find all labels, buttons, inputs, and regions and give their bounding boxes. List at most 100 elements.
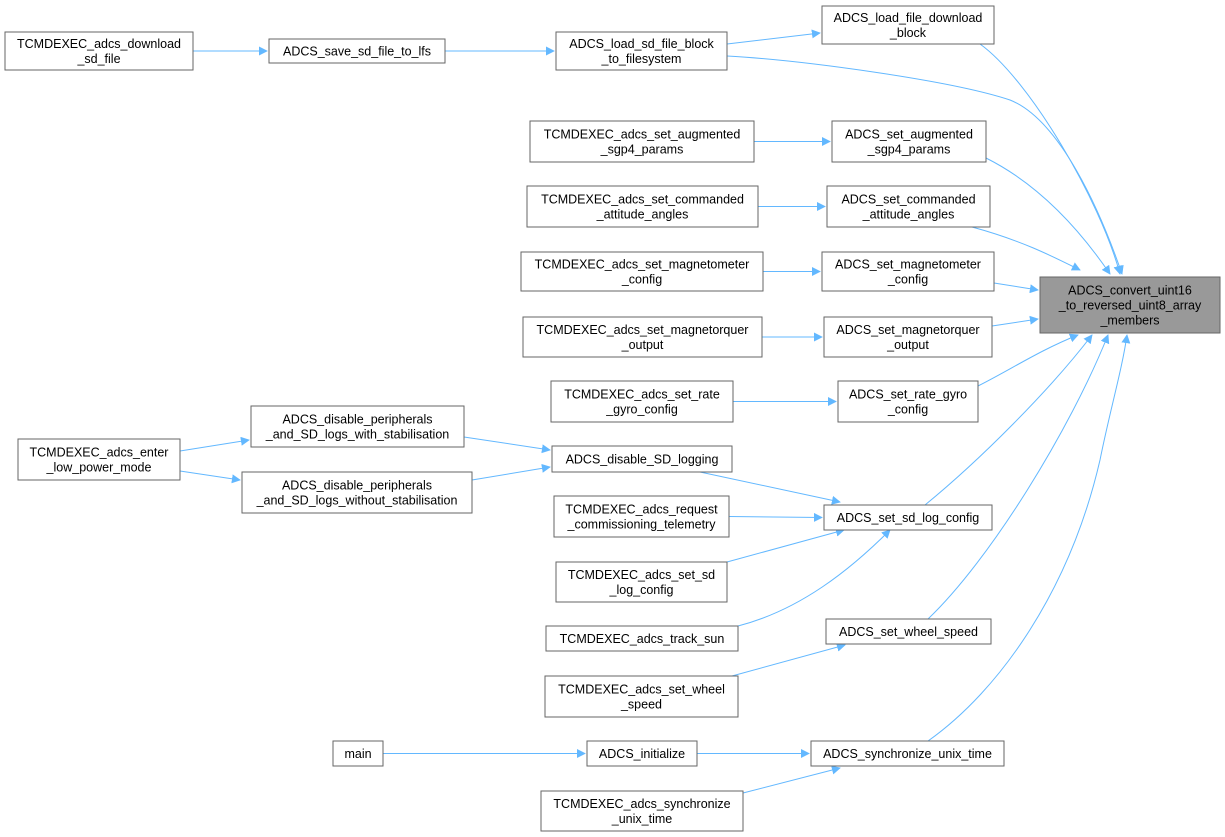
edge-tcm-track-sun-to-set-sd-log-config <box>737 529 891 627</box>
node-disable-sd-logging[interactable]: ADCS_disable_SD_logging <box>551 445 733 473</box>
node-tcm-request-commissioning[interactable]: TCMDEXEC_adcs_request_commissioning_tele… <box>553 495 730 538</box>
node-box <box>241 471 473 514</box>
node-label: _unix_time <box>611 812 672 826</box>
node-label: ADCS_load_file_download <box>834 11 983 25</box>
node-label: _commissioning_telemetry <box>567 518 717 532</box>
node-label: ADCS_disable_SD_logging <box>566 453 719 467</box>
node-label: _low_power_mode <box>46 461 152 475</box>
edge-set-sd-log-config-to-target <box>924 334 1093 506</box>
node-label: _config <box>887 403 928 417</box>
node-tcm-set-rate[interactable]: TCMDEXEC_adcs_set_rate_gyro_config <box>550 380 734 423</box>
node-box <box>555 31 728 71</box>
edge-synchronize-unix-time-to-target <box>927 334 1131 742</box>
edge-tcm-enter-low-power-to-disable-without <box>179 470 241 484</box>
node-disable-with[interactable]: ADCS_disable_peripherals_and_SD_logs_wit… <box>250 405 465 448</box>
node-box <box>826 185 991 228</box>
node-box <box>825 618 992 645</box>
node-tcm-download-sd-file[interactable]: TCMDEXEC_adcs_download_sd_file <box>4 31 194 71</box>
node-tcm-set-magnetorquer[interactable]: TCMDEXEC_adcs_set_magnetorquer_output <box>522 316 763 358</box>
node-label: ADCS_initialize <box>599 747 685 761</box>
node-tcm-set-wheel[interactable]: TCMDEXEC_adcs_set_wheel_speed <box>544 675 739 718</box>
node-label: ADCS_disable_peripherals <box>282 413 432 427</box>
node-label: ADCS_set_augmented <box>845 128 973 142</box>
node-tcm-track-sun[interactable]: TCMDEXEC_adcs_track_sun <box>545 625 739 652</box>
node-box <box>837 380 979 423</box>
node-label: ADCS_set_magnetometer <box>835 258 981 272</box>
node-box <box>823 316 993 358</box>
node-label: ADCS_disable_peripherals <box>282 479 432 493</box>
edge-disable-without-to-disable-sd-logging <box>471 463 551 481</box>
node-initialize[interactable]: ADCS_initialize <box>586 740 698 767</box>
node-label: _log_config <box>609 583 674 597</box>
node-set-magnetorquer[interactable]: ADCS_set_magnetorquer_output <box>823 316 993 358</box>
node-tcm-synchronize[interactable]: TCMDEXEC_adcs_synchronize_unix_time <box>540 790 744 832</box>
edge-tcm-request-commissioning-to-set-sd-log-config <box>728 512 823 522</box>
node-label: TCMDEXEC_adcs_request <box>565 503 718 517</box>
node-tcm-set-magnetometer[interactable]: TCMDEXEC_adcs_set_magnetometer_config <box>520 251 764 292</box>
node-set-rate-gyro[interactable]: ADCS_set_rate_gyro_config <box>837 380 979 423</box>
node-box <box>540 790 744 832</box>
node-label: _sgp4_params <box>867 143 951 157</box>
edge-line <box>993 282 1039 294</box>
node-set-augmented[interactable]: ADCS_set_augmented_sgp4_params <box>831 120 987 163</box>
node-label: ADCS_convert_uint16 <box>1068 284 1192 298</box>
node-set-magnetometer[interactable]: ADCS_set_magnetometer_config <box>821 251 995 292</box>
edge-line <box>927 334 1110 620</box>
node-label: TCMDEXEC_adcs_set_sd <box>568 568 715 582</box>
node-target[interactable]: ADCS_convert_uint16_to_reversed_uint8_ar… <box>1039 276 1221 334</box>
node-label: TCMDEXEC_adcs_synchronize <box>553 797 730 811</box>
node-synchronize-unix-time[interactable]: ADCS_synchronize_unix_time <box>810 740 1005 767</box>
node-set-wheel-speed[interactable]: ADCS_set_wheel_speed <box>825 618 992 645</box>
node-box <box>522 316 763 358</box>
node-box <box>250 405 465 448</box>
edge-line <box>731 642 846 677</box>
edge-line <box>726 527 845 563</box>
node-load-sd-file-block[interactable]: ADCS_load_sd_file_block_to_filesystem <box>555 31 728 71</box>
node-box <box>544 675 739 718</box>
node-label: TCMDEXEC_adcs_set_magnetorquer <box>537 323 749 337</box>
edge-line <box>463 436 551 454</box>
node-set-commanded[interactable]: ADCS_set_commanded_attitude_angles <box>826 185 991 228</box>
node-box <box>821 251 995 292</box>
edge-set-commanded-to-target <box>971 226 1081 271</box>
node-label: _output <box>886 338 929 352</box>
edge-line <box>737 529 891 627</box>
node-box <box>526 185 759 228</box>
node-set-sd-log-config[interactable]: ADCS_set_sd_log_config <box>823 504 993 531</box>
node-label: TCMDEXEC_adcs_set_commanded <box>541 193 744 207</box>
node-label: _and_SD_logs_without_stabilisation <box>256 494 458 508</box>
node-label: main <box>344 747 371 761</box>
node-main[interactable]: main <box>332 740 384 767</box>
edge-line <box>977 333 1079 387</box>
edge-disable-with-to-disable-sd-logging <box>463 436 551 454</box>
node-box <box>551 445 733 473</box>
edge-set-rate-gyro-to-target <box>977 333 1079 387</box>
edge-line <box>699 471 841 505</box>
node-box <box>4 31 194 71</box>
edge-line <box>726 29 821 45</box>
edge-line <box>179 470 241 484</box>
node-tcm-enter-low-power[interactable]: TCMDEXEC_adcs_enter_low_power_mode <box>17 438 181 481</box>
edge-tcm-set-wheel-to-set-wheel-speed <box>731 642 846 677</box>
node-tcm-set-sd[interactable]: TCMDEXEC_adcs_set_sd_log_config <box>555 561 728 603</box>
edge-line <box>728 512 823 522</box>
node-label: _members <box>1099 314 1159 328</box>
node-disable-without[interactable]: ADCS_disable_peripherals_and_SD_logs_wit… <box>241 471 473 514</box>
node-tcm-set-augmented[interactable]: TCMDEXEC_adcs_set_augmented_sgp4_params <box>529 120 755 163</box>
node-tcm-set-commanded[interactable]: TCMDEXEC_adcs_set_commanded_attitude_ang… <box>526 185 759 228</box>
edge-load-file-download-block-to-target <box>979 43 1123 275</box>
node-load-file-download-block[interactable]: ADCS_load_file_download_block <box>821 5 995 45</box>
node-save-sd-file-to-lfs[interactable]: ADCS_save_sd_file_to_lfs <box>268 38 446 64</box>
node-box <box>553 495 730 538</box>
node-label: TCMDEXEC_adcs_set_magnetometer <box>535 258 750 272</box>
node-label: _output <box>621 338 664 352</box>
node-box <box>17 438 181 481</box>
node-label: _to_filesystem <box>601 52 682 66</box>
edge-load-sd-file-block-to-load-file-download-block <box>726 29 821 45</box>
edge-set-wheel-speed-to-target <box>927 334 1110 620</box>
edge-load-sd-file-block-to-target <box>726 55 1124 275</box>
edge-disable-sd-logging-to-set-sd-log-config <box>699 471 841 505</box>
node-label: ADCS_set_rate_gyro <box>849 388 967 402</box>
node-label: _block <box>889 26 927 40</box>
